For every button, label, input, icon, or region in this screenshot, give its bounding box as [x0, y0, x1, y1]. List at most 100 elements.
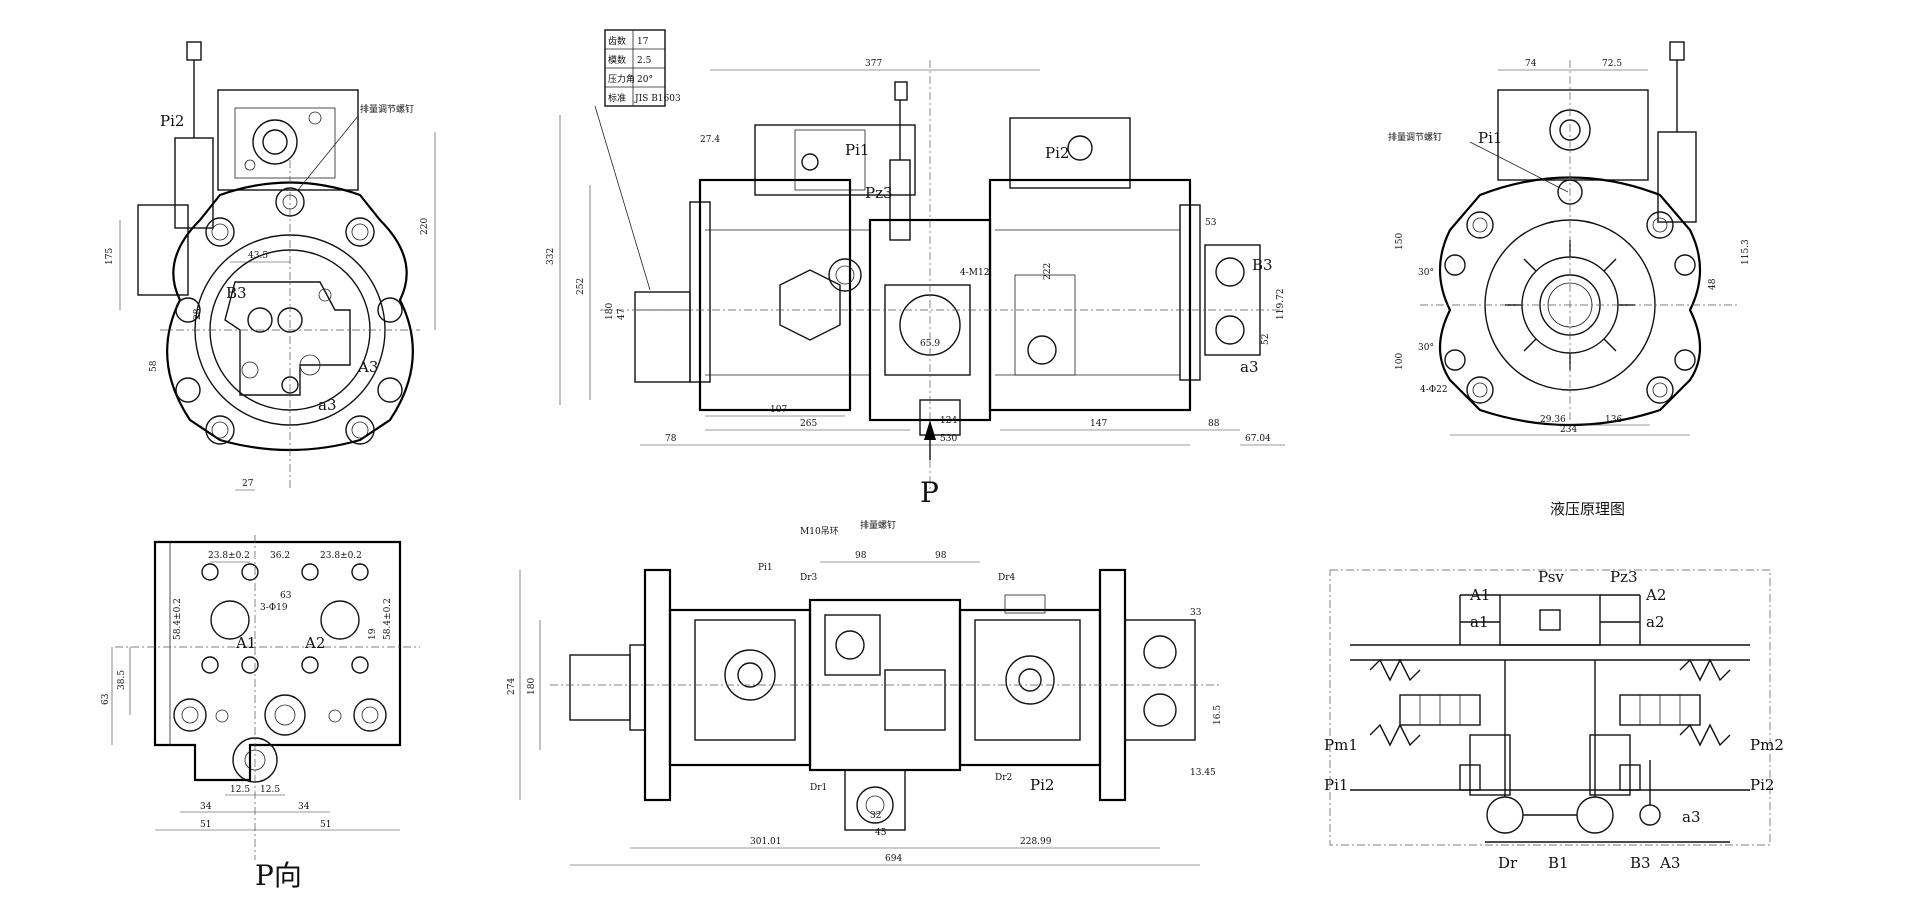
gear-data-table: 齿数 17 模数 2.5 压力角 20° 标准 JIS B1603: [604, 29, 681, 107]
dim-23-8-a: 23.8±0.2: [208, 551, 250, 561]
dim-65-9: 65.9: [920, 339, 940, 349]
left-end-view: 175 220 43.5 28 58 27 Pi2 排量调节螺钉 B3 A3 a…: [105, 41, 436, 491]
dim-147: 147: [1090, 419, 1107, 429]
sensor-head-right: [1669, 41, 1685, 61]
dim-47: 47: [617, 308, 627, 320]
dim-124: 124: [940, 416, 957, 426]
right-end-view: 74 72.5 150 100 30° 30° 4-Φ22 115.3 48 2…: [1388, 41, 1751, 436]
dim-530: 530: [940, 434, 957, 444]
label-pi2-schem: Pi2: [1750, 776, 1774, 794]
table-val-teeth: 17: [637, 37, 649, 47]
regulator-block-right: [1497, 89, 1649, 181]
top-gear-pump: [1124, 619, 1196, 741]
label-pi1-right: Pi1: [1478, 129, 1502, 147]
rear-pump-body: [988, 178, 1192, 412]
label-adj-screw: 排量调节螺钉: [360, 103, 414, 115]
pump-symbol-right: [1576, 796, 1614, 834]
label-a2-pview: A2: [304, 634, 325, 652]
dim-98-a: 98: [855, 551, 867, 561]
dim-27-4: 27.4: [700, 135, 720, 145]
dim-34-b: 34: [298, 802, 310, 812]
top-shaft: [569, 654, 631, 721]
sensor-head: [186, 41, 202, 61]
dim-180-b: 180: [527, 678, 537, 695]
p-direction-view: 23.8±0.2 36.2 23.8±0.2 3-Φ19 63 58.4±0.2…: [101, 535, 420, 892]
front-pump-body: [698, 178, 852, 412]
center-valve: [1499, 594, 1601, 646]
table-key-teeth: 齿数: [608, 35, 626, 47]
p-arrow-icon: [924, 420, 936, 440]
label-dr1: Dr1: [810, 783, 827, 793]
dim-119-72: 119.72: [1276, 289, 1286, 321]
pump-flange-right: [1438, 176, 1702, 427]
label-a3-bottom: A3: [1659, 854, 1680, 872]
dim-222: 222: [1043, 263, 1053, 280]
dim-52: 52: [1261, 334, 1271, 345]
dim-180: 180: [605, 303, 615, 320]
label-pz3-schem: Pz3: [1610, 568, 1638, 586]
flange-bolts-right: [1444, 211, 1696, 404]
dim-3-phi19: 3-Φ19: [260, 603, 288, 613]
p-view-block: [153, 540, 402, 782]
label-dr4: Dr4: [998, 573, 1016, 583]
dim-265: 265: [800, 419, 817, 429]
dim-274: 274: [507, 678, 517, 695]
dim-74: 74: [1525, 59, 1537, 69]
label-dr3: Dr3: [800, 573, 818, 583]
label-dr: Dr: [1498, 854, 1518, 872]
label-m10: M10吊环: [800, 526, 839, 537]
dim-150: 150: [1395, 233, 1405, 250]
dim-58: 58: [149, 360, 159, 372]
dim-58-4-a: 58.4±0.2: [173, 598, 183, 640]
dim-34-a: 34: [200, 802, 212, 812]
dim-115-3: 115.3: [1741, 239, 1751, 265]
label-a3-schem: a3: [1682, 808, 1701, 826]
dim-51-a: 51: [200, 820, 211, 830]
gear-pump: [1204, 244, 1261, 356]
label-pi1-front: Pi1: [845, 141, 869, 159]
label-dr2: Dr2: [995, 773, 1012, 783]
dim-100: 100: [1395, 353, 1405, 370]
table-key-angle: 压力角: [608, 73, 635, 85]
table-val-angle: 20°: [637, 75, 653, 85]
label-a2-schem: A2: [1645, 586, 1666, 604]
label-a2-lower: a2: [1646, 613, 1665, 631]
dim-78: 78: [665, 434, 677, 444]
dim-30-a: 30°: [1418, 268, 1434, 278]
table-key-std: 标准: [608, 92, 626, 104]
label-pm2: Pm2: [1750, 736, 1784, 754]
dim-252: 252: [576, 278, 586, 295]
dim-32: 32: [870, 811, 881, 821]
dim-228-99: 228.99: [1020, 837, 1052, 847]
dim-23-8-b: 23.8±0.2: [320, 551, 362, 561]
table-val-module: 2.5: [637, 56, 652, 66]
dim-45: 45: [875, 828, 887, 838]
label-b3-front: B3: [1252, 256, 1273, 274]
dim-136: 136: [1605, 415, 1622, 425]
dim-19: 19: [368, 628, 378, 640]
label-pi2: Pi2: [160, 112, 184, 130]
label-pz3-front: Pz3: [865, 184, 893, 202]
label-a1-pview: A1: [235, 634, 256, 652]
dim-33: 33: [1190, 608, 1202, 618]
top-rear-pump: [958, 608, 1102, 767]
dim-4-m12: 4-M12: [960, 268, 989, 278]
dim-377: 377: [865, 59, 882, 69]
drive-shaft: [634, 291, 691, 383]
dim-30-b: 30°: [1418, 343, 1434, 353]
label-a3-end: A3: [357, 358, 378, 376]
dim-332: 332: [546, 248, 556, 265]
flange-bolts: [175, 217, 403, 445]
label-adj-screw-right: 排量调节螺钉: [1388, 131, 1442, 143]
pilot-block: [174, 137, 214, 229]
dim-29-36: 29.36: [1540, 415, 1566, 425]
label-a1-schem: A1: [1469, 586, 1490, 604]
dim-72-5: 72.5: [1602, 59, 1622, 69]
label-a1-lower: a1: [1470, 613, 1489, 631]
label-adj-nail: 排量螺钉: [860, 520, 896, 531]
dim-175: 175: [105, 248, 115, 265]
label-a3-front: a3: [1240, 358, 1259, 376]
hydraulic-schematic: Psv Pz3 A1 A2 a1 a2 Pm1 Pm2 Pi1 Pi2 a3 D…: [1324, 568, 1784, 872]
label-pi2-top: Pi2: [1030, 776, 1054, 794]
dim-51-b: 51: [320, 820, 331, 830]
